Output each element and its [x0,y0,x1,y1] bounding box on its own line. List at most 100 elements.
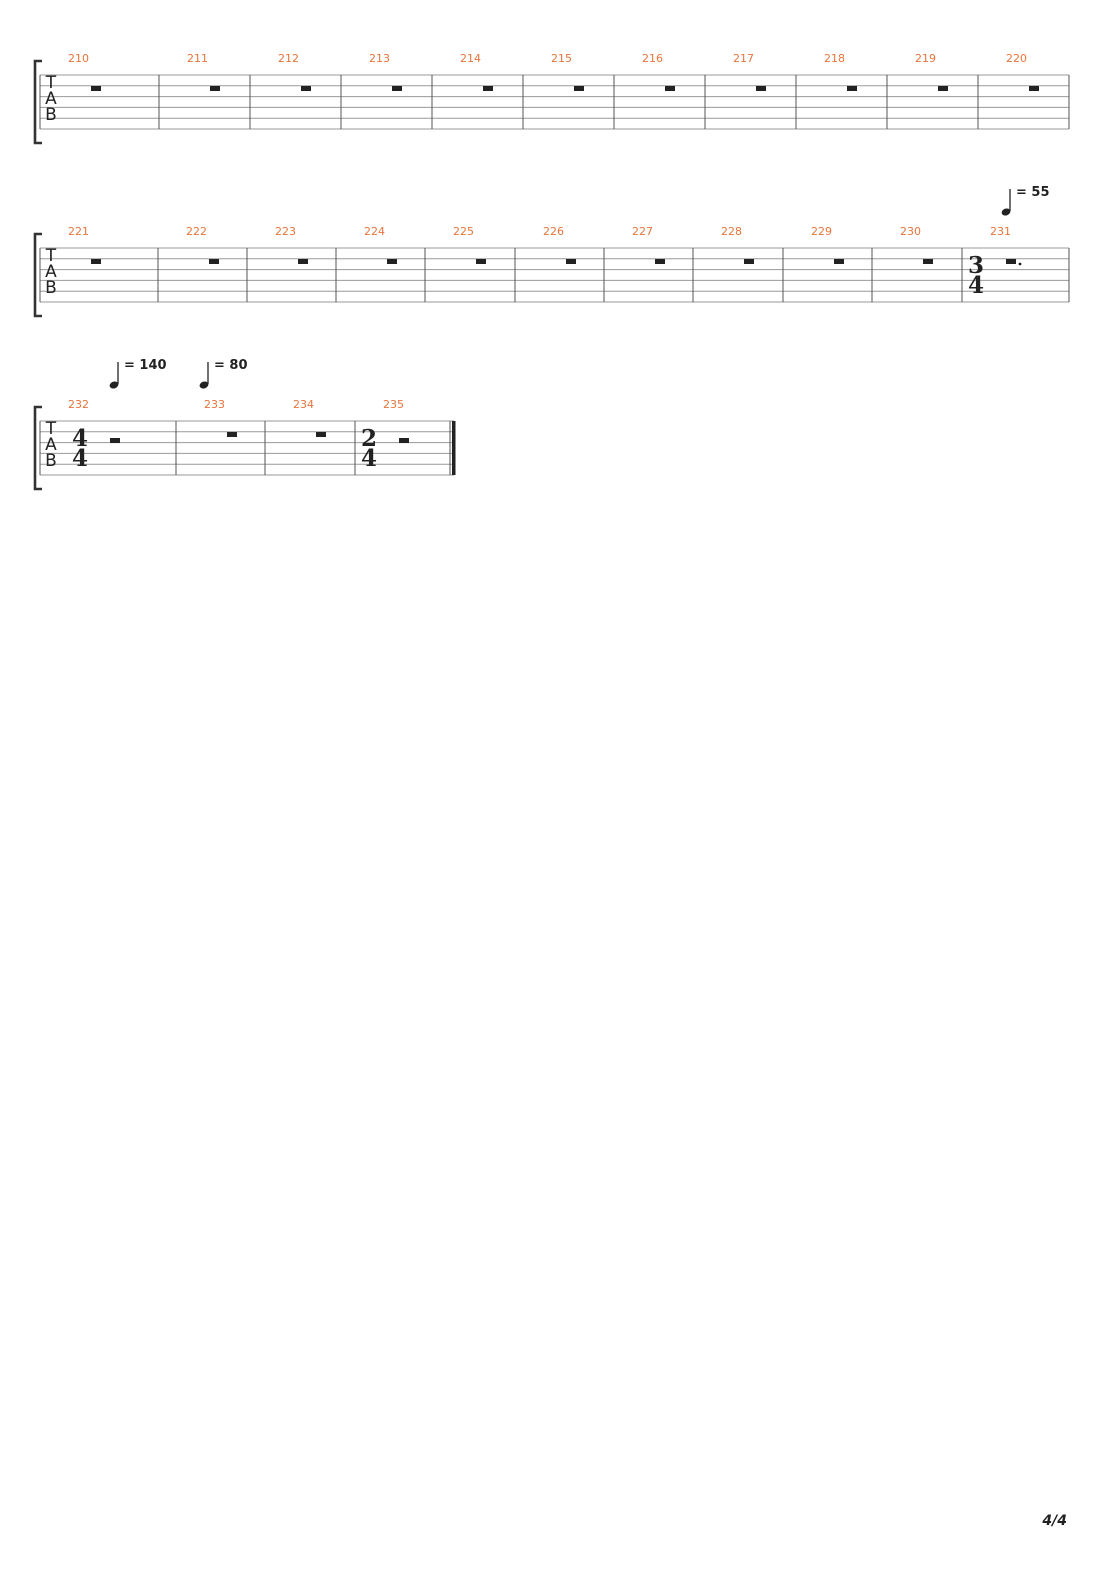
measure-number: 224 [364,225,385,238]
measure-212: 212 [278,52,342,129]
half-rest [756,86,766,91]
half-rest [91,86,101,91]
measure-number: 229 [811,225,832,238]
time-signature-numerator: 2 [361,425,377,452]
quarter-note-icon [109,381,119,389]
measure-number: 234 [293,398,314,411]
tab-clef-letter-t: T [45,419,57,439]
time-signature-denominator: 4 [968,272,984,299]
measure-number: 235 [383,398,404,411]
half-rest [1029,86,1039,91]
measure-211: 211 [187,52,251,129]
half-rest [923,259,933,264]
time-signature-numerator: 3 [968,252,984,279]
measure-number: 233 [204,398,225,411]
half-rest [476,259,486,264]
measure-number: 216 [642,52,663,65]
half-rest [301,86,311,91]
tempo-marking: = 80 [199,358,248,389]
half-rest [387,259,397,264]
measure-number: 219 [915,52,936,65]
measure-number: 218 [824,52,845,65]
measure-228: 228 [721,225,784,302]
measure-223: 223 [275,225,337,302]
tempo-marking: = 55 [1001,185,1050,216]
measure-229: 229 [811,225,873,302]
half-rest [483,86,493,91]
half-rest [834,259,844,264]
tempo-marking: = 140 [109,358,167,389]
dotted-half-rest [1006,259,1016,264]
tab-clef-letter-a: A [45,435,57,455]
half-rest [110,438,120,443]
tab-clef-letter-b: B [45,451,57,471]
measure-218: 218 [824,52,888,129]
half-rest [209,259,219,264]
time-signature-numerator: 4 [72,425,88,452]
tempo-value: = 80 [214,358,248,373]
tab-clef-letter-b: B [45,278,57,298]
half-rest [210,86,220,91]
half-rest [574,86,584,91]
measure-number: 231 [990,225,1011,238]
measure-number: 217 [733,52,754,65]
measure-number: 215 [551,52,572,65]
tab-system-1: TAB 210 211 212 213 214 215 216 217 218 219 220 [33,52,1070,145]
measure-219: 219 [915,52,979,129]
half-rest [227,432,237,437]
tab-clef-letter-t: T [45,246,57,266]
measure-234: 234 [293,398,356,475]
measure-226: 226 [543,225,605,302]
tab-clef-letter-a: A [45,262,57,282]
measure-number: 222 [186,225,207,238]
half-rest [566,259,576,264]
half-rest [655,259,665,264]
page-number: 4/4 [1041,1513,1067,1529]
half-rest [938,86,948,91]
tab-clef-letter-a: A [45,89,57,109]
measure-number: 221 [68,225,89,238]
measure-216: 216 [642,52,706,129]
half-rest [91,259,101,264]
measure-233: 233 [204,398,266,475]
measure-227: 227 [632,225,694,302]
measure-number: 232 [68,398,89,411]
quarter-note-icon [1001,208,1011,216]
tab-clef-letter-t: T [45,73,57,93]
system-bracket [33,59,42,145]
measure-222: 222 [186,225,248,302]
measure-number: 220 [1006,52,1027,65]
measure-221: 221 [68,225,159,302]
rest-dot [1018,262,1022,266]
measure-230: 230 [900,225,963,302]
measure-215: 215 [551,52,615,129]
measure-210: 210 [68,52,160,129]
half-rest [665,86,675,91]
half-rest [392,86,402,91]
measure-number: 214 [460,52,481,65]
measure-224: 224 [364,225,426,302]
measure-number: 212 [278,52,299,65]
tempo-value: = 55 [1016,185,1050,200]
final-barline-thick [452,421,456,475]
tab-clef-letter-b: B [45,105,57,125]
measure-213: 213 [369,52,433,129]
measure-number: 225 [453,225,474,238]
half-rest [316,432,326,437]
measure-number: 211 [187,52,208,65]
system-bracket [33,405,42,491]
system-bracket [33,232,42,318]
tempo-value: = 140 [124,358,167,373]
measure-214: 214 [460,52,524,129]
measure-number: 210 [68,52,89,65]
half-rest [298,259,308,264]
measure-number: 223 [275,225,296,238]
half-rest [744,259,754,264]
quarter-note-icon [199,381,209,389]
measure-number: 228 [721,225,742,238]
tab-system-2: TAB 221 222 223 224 225 226 227 228 229 230 231 34 = … [33,185,1070,318]
